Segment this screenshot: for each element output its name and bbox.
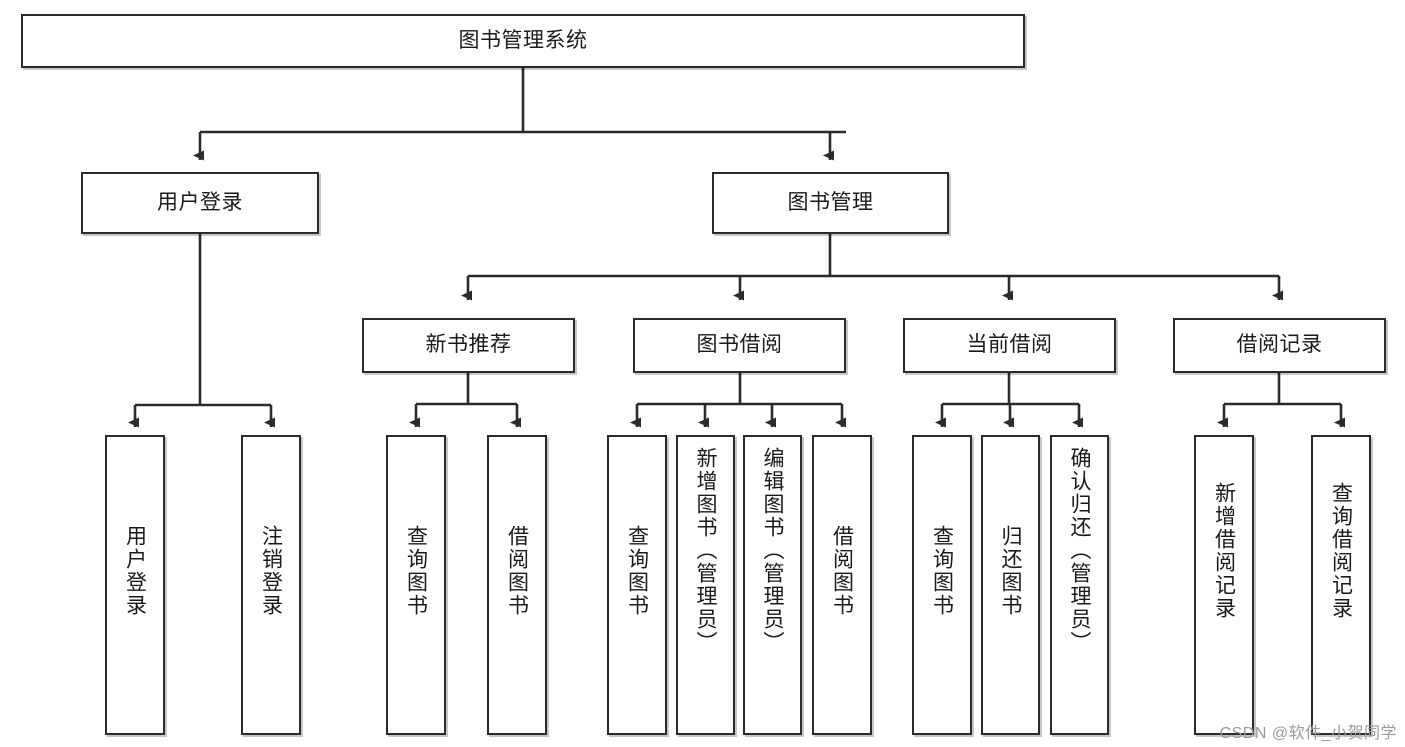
edge-group-root [193, 68, 846, 161]
node-leaf-borrow-book-b[interactable]: 借阅图书 [812, 435, 872, 735]
node-current-borrow[interactable]: 当前借阅 [903, 318, 1116, 373]
node-leaf-query-book-b[interactable]: 查询图书 [607, 435, 667, 735]
edge-group-book-borrow [630, 373, 846, 428]
node-book-manage[interactable]: 图书管理 [712, 172, 949, 234]
edge-group-user-login [128, 234, 275, 428]
node-borrow-record[interactable]: 借阅记录 [1173, 318, 1386, 373]
node-leaf-return-book[interactable]: 归还图书 [981, 435, 1040, 735]
edge-group-new-book-rec [409, 373, 521, 428]
node-leaf-query-record-label: 查询借阅记录 [1329, 482, 1353, 620]
node-leaf-edit-book[interactable]: 编辑图书（管理员） [743, 435, 802, 735]
node-leaf-borrow-book-b-label: 借阅图书 [830, 525, 854, 617]
node-leaf-add-book[interactable]: 新增图书（管理员） [676, 435, 735, 735]
node-leaf-edit-book-label: 编辑图书（管理员） [761, 447, 784, 654]
edge-group-current-borrow [935, 373, 1083, 428]
node-leaf-confirm-return-label: 确认归还（管理员） [1068, 447, 1091, 654]
node-leaf-borrow-book-a-label: 借阅图书 [505, 525, 529, 617]
node-leaf-logout-label: 注销登录 [259, 525, 283, 617]
edge-group-borrow-record [1217, 373, 1345, 428]
node-leaf-query-record[interactable]: 查询借阅记录 [1311, 435, 1371, 735]
node-leaf-add-book-label: 新增图书（管理员） [694, 447, 717, 654]
node-leaf-confirm-return[interactable]: 确认归还（管理员） [1050, 435, 1109, 735]
node-user-login[interactable]: 用户登录 [81, 172, 319, 234]
node-user-login-label: 用户登录 [157, 190, 243, 214]
node-leaf-query-book-a-label: 查询图书 [404, 525, 428, 617]
node-leaf-user-login-label: 用户登录 [123, 525, 147, 617]
node-book-borrow[interactable]: 图书借阅 [633, 318, 846, 373]
node-leaf-query-book-a[interactable]: 查询图书 [386, 435, 446, 735]
node-root-label: 图书管理系统 [458, 28, 588, 52]
node-leaf-query-book-c[interactable]: 查询图书 [912, 435, 972, 735]
node-leaf-add-record-label: 新增借阅记录 [1212, 482, 1236, 620]
node-book-borrow-label: 图书借阅 [696, 333, 783, 357]
node-root[interactable]: 图书管理系统 [21, 14, 1025, 68]
node-leaf-add-record[interactable]: 新增借阅记录 [1194, 435, 1254, 735]
edge-group-book-manage [461, 234, 1283, 301]
node-leaf-logout[interactable]: 注销登录 [241, 435, 301, 735]
watermark-text: CSDN @软件_小贺同学 [1219, 725, 1397, 742]
node-book-manage-label: 图书管理 [787, 190, 874, 214]
node-leaf-query-book-c-label: 查询图书 [930, 525, 954, 617]
node-leaf-query-book-b-label: 查询图书 [625, 525, 649, 617]
node-new-book-recommend-label: 新书推荐 [425, 333, 512, 357]
node-leaf-borrow-book-a[interactable]: 借阅图书 [487, 435, 547, 735]
node-current-borrow-label: 当前借阅 [966, 333, 1053, 357]
node-new-book-recommend[interactable]: 新书推荐 [362, 318, 575, 373]
node-leaf-user-login[interactable]: 用户登录 [105, 435, 165, 735]
node-borrow-record-label: 借阅记录 [1236, 333, 1323, 357]
node-leaf-return-book-label: 归还图书 [999, 525, 1022, 617]
